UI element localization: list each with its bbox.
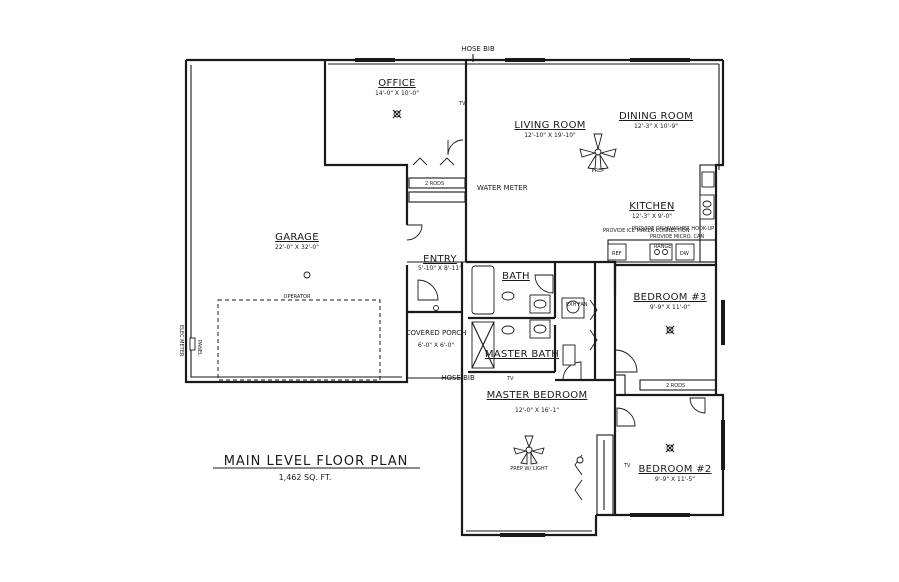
plan-area: 1,462 SQ. FT. — [279, 473, 332, 482]
room-master-bedroom-dims: 12'-0" X 16'-1" — [515, 407, 559, 414]
room-dining-dims: 12'-3" X 10'-9" — [634, 123, 678, 130]
elec-meter-label: ELEC METER — [178, 325, 184, 357]
room-entry-name: ENTRY — [423, 254, 457, 265]
ref-label: REF — [612, 251, 622, 257]
panel-label: PANEL — [196, 340, 202, 356]
tub-icon — [471, 265, 495, 315]
refrigerator — [607, 243, 627, 261]
prep-label: PREP — [592, 168, 605, 174]
room-office-name: OFFICE — [378, 78, 415, 89]
interior-walls — [407, 164, 717, 516]
room-bedroom2-name: BEDROOM #2 — [638, 464, 711, 475]
ceiling-fan-icon — [513, 435, 545, 465]
rods-label-2: 2 RODS — [666, 383, 685, 389]
door-swing-icon — [689, 397, 706, 414]
dw-label: DW — [680, 251, 689, 257]
room-garage-name: GARAGE — [275, 232, 319, 243]
door-swings — [406, 139, 706, 501]
ceiling-fan-icon — [579, 133, 617, 170]
ice-maker-note: PROVIDE ICE MAKER CONNECTION — [603, 228, 690, 234]
rods-label: 2 RODS — [425, 181, 444, 187]
room-kitchen-dims: 12'-3" X 9'-0" — [632, 213, 672, 220]
room-dining-name: DINING ROOM — [619, 111, 693, 122]
room-bath-name: BATH — [502, 271, 530, 282]
room-garage-dims: 22'-0" X 32'-0" — [275, 244, 319, 251]
room-bedroom2-dims: 9'-9" X 11'-5" — [655, 476, 695, 483]
exh-fan-label: EXH FAN — [566, 302, 588, 308]
door-swing-icon — [614, 349, 638, 373]
sink-icon — [702, 200, 712, 208]
light-fixture-icon — [303, 109, 675, 464]
micro-note: PROVIDE MICRO. CAN — [650, 234, 704, 240]
tv-label-2: TV — [506, 376, 514, 382]
fixtures — [471, 171, 715, 369]
door-swing-icon — [417, 279, 439, 301]
room-office-dims: 14'-0" X 10'-0" — [375, 90, 419, 97]
room-covered-porch-name: COVERED PORCH — [406, 329, 467, 337]
exhaust-fan-icon — [566, 300, 580, 314]
room-covered-porch-dims: 6'-0" X 6'-0" — [418, 342, 455, 349]
prep-light-label: PREP W/ LIGHT — [510, 466, 548, 472]
room-living-dims: 12'-10" X 19'-10" — [524, 132, 576, 139]
sink-icon — [702, 208, 712, 216]
windows — [355, 58, 725, 537]
water-meter-label: WATER METER — [477, 184, 528, 192]
tv-label: TV — [458, 101, 466, 107]
range-label: RANGE — [654, 244, 671, 250]
room-entry-dims: 5'-10" X 8'-11" — [418, 265, 462, 272]
door-swing-icon — [447, 139, 464, 156]
sink-icon — [533, 324, 547, 334]
range-icon — [649, 243, 673, 261]
plan-title: MAIN LEVEL FLOOR PLAN — [224, 454, 409, 469]
hose-bib-top-label: HOSE BIB — [461, 45, 495, 53]
hose-bib-bottom-label: HOSE BIB — [441, 374, 475, 382]
toilet-icon — [501, 291, 515, 301]
toilet-icon — [501, 325, 515, 335]
garage-door — [217, 299, 381, 381]
room-kitchen-name: KITCHEN — [629, 201, 674, 212]
room-master-bedroom-name: MASTER BEDROOM — [487, 390, 588, 401]
sink-icon — [533, 299, 547, 309]
operator-label: OPERATOR — [284, 294, 311, 300]
door-swing-icon — [616, 407, 636, 427]
room-bedroom3-name: BEDROOM #3 — [633, 292, 706, 303]
tv-label-3: TV — [623, 463, 631, 469]
room-bedroom3-dims: 9'-9" X 11'-0" — [650, 304, 690, 311]
room-living-name: LIVING ROOM — [514, 120, 585, 131]
room-master-bath-name: MASTER BATH — [485, 349, 559, 360]
door-swing-icon — [534, 274, 554, 294]
door-swing-icon — [406, 224, 423, 241]
dishwasher-note: PROVIDE DISHWASHER HOOK-UP — [632, 226, 714, 232]
